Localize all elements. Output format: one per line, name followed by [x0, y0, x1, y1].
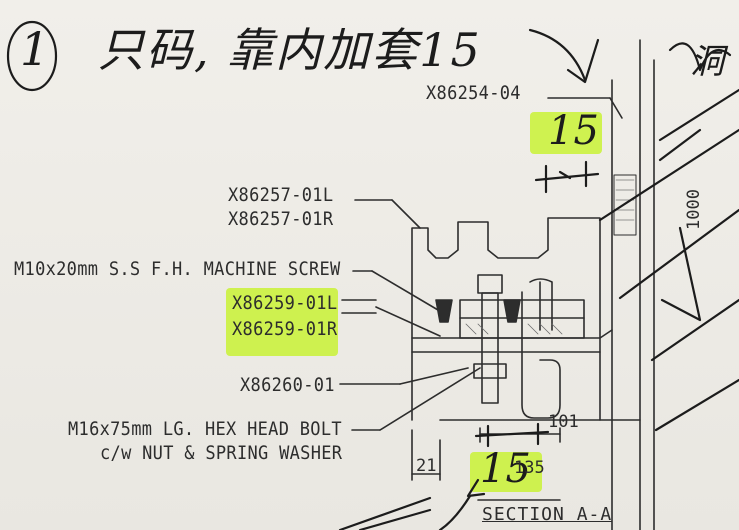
handwritten-circle-number: 1: [20, 22, 50, 76]
label-x86254-04: X86254-04: [426, 82, 521, 105]
highlight-dim-bottom: [470, 452, 542, 492]
handwritten-right-mark: 洞: [690, 42, 724, 82]
label-x86257-01r: X86257-01R: [228, 208, 334, 231]
label-x86259-01r: X86259-01R: [232, 318, 338, 341]
label-bolt-line2: c/w NUT & SPRING WASHER: [100, 442, 343, 465]
dimension-21: 21: [416, 456, 437, 476]
label-machine-screw: M10x20mm S.S F.H. MACHINE SCREW: [14, 258, 341, 281]
dimension-1000: 1000: [684, 189, 704, 230]
label-bolt-line1: M16x75mm LG. HEX HEAD BOLT: [68, 418, 342, 441]
label-x86257-01l: X86257-01L: [228, 184, 334, 207]
dimension-101: 101: [548, 412, 579, 432]
section-title: SECTION A-A: [482, 504, 613, 525]
highlight-part-numbers: [226, 288, 338, 356]
handwritten-dim-top: 15: [548, 108, 599, 154]
handwritten-dim-bottom: 15: [480, 446, 531, 492]
dimension-135: 135: [514, 458, 545, 478]
handwritten-note: 只码, 靠内加套15: [98, 23, 482, 77]
label-x86259-01l: X86259-01L: [232, 292, 338, 315]
label-x86260-01: X86260-01: [240, 374, 335, 397]
highlight-dim-top: [530, 112, 602, 154]
